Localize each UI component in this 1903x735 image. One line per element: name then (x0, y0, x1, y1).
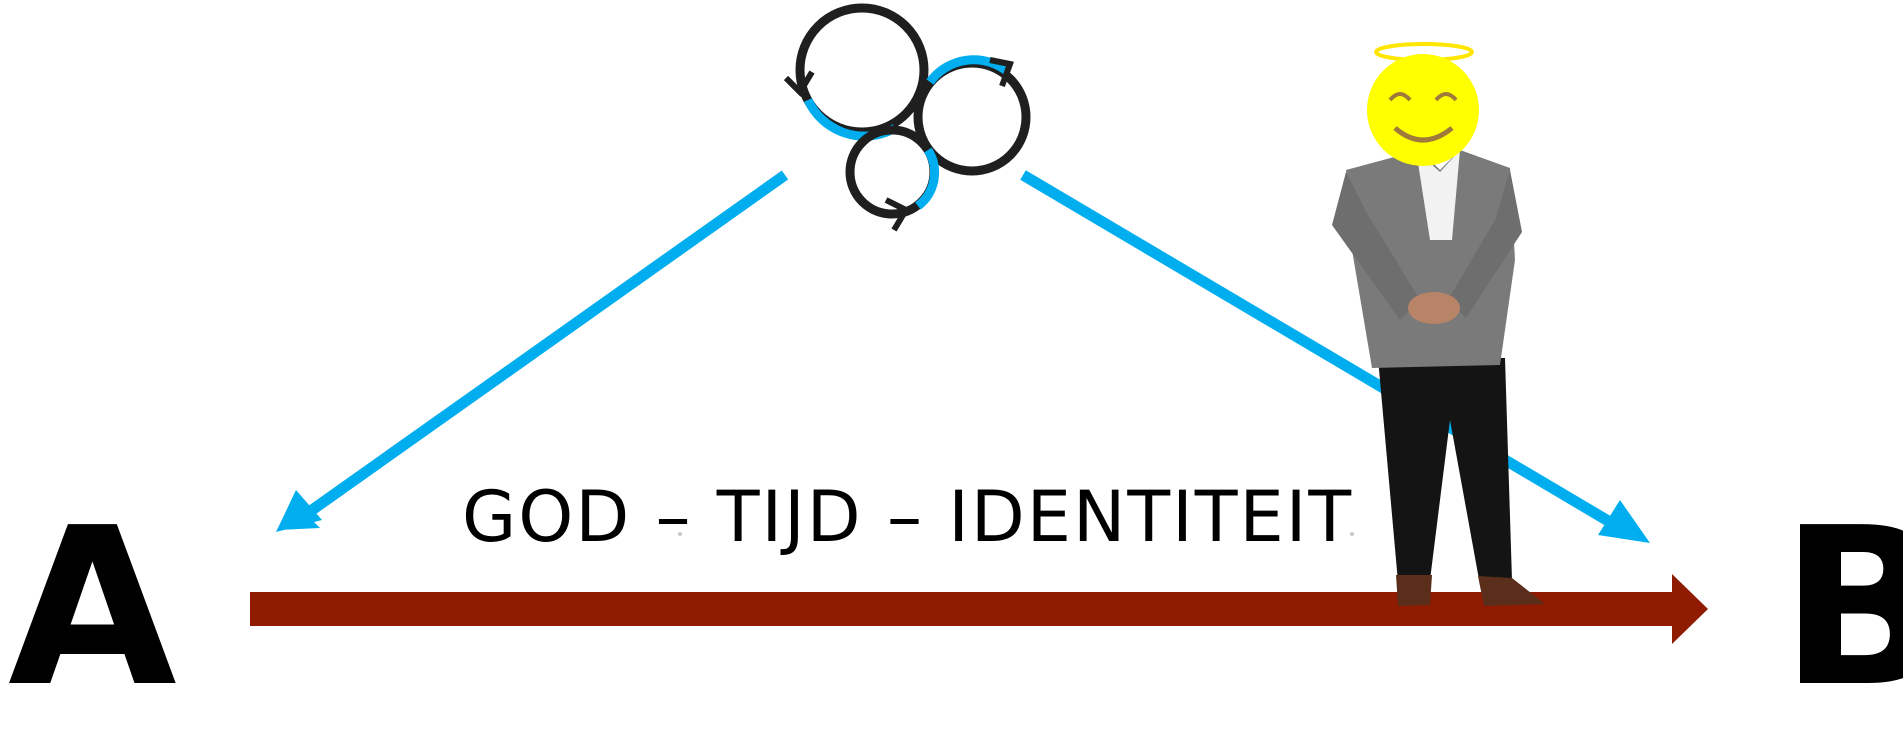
blue-arrow-left (276, 170, 789, 532)
timeline-arrow (250, 574, 1708, 644)
point-b-label: B (1780, 482, 1903, 735)
trinity-circles-icon (783, 3, 1031, 232)
diagram: A B GOD – TIJD – IDENTITEIT (8, 3, 1903, 718)
point-a-label: A (8, 482, 177, 735)
person-figure (1332, 150, 1545, 606)
blue-arrow-right (1020, 170, 1650, 543)
diagram-canvas (250, 3, 1708, 644)
angel-smiley-icon (1367, 42, 1479, 166)
headline-text: GOD – TIJD – IDENTITEIT (462, 476, 1354, 558)
